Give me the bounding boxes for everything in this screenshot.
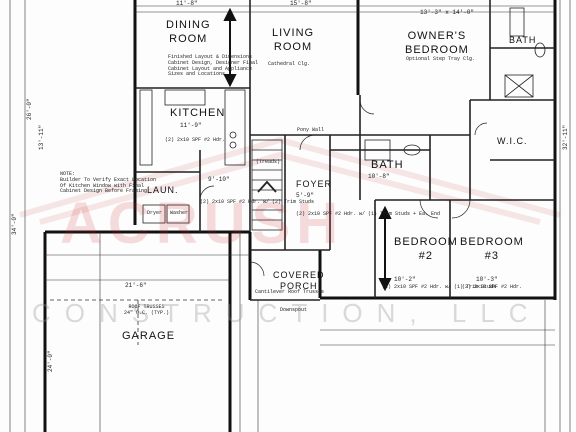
dimension-garage-depth: 24'-0" (47, 350, 54, 372)
laundry-appliances (142, 204, 190, 224)
pony-wall-note: Pony Wall (297, 127, 325, 133)
room-label-hall-bath: BATH (371, 159, 404, 171)
dimension-kitchen-width: 11'-9" (180, 122, 202, 129)
dimension-top-dining: 11'-8" (176, 0, 198, 7)
room-label-garage: GARAGE (122, 330, 176, 342)
room-label-laundry: LAUN. (147, 185, 179, 195)
header-note-laundry: (2) 2x10 SPF #2 Hdr. w/ (2) Trim Studs (200, 199, 315, 205)
dimension-left-a: 13'-11" (38, 124, 45, 150)
interior-walls (135, 0, 555, 301)
cathedral-ceiling-note: Cathedral Clg. (268, 61, 311, 67)
dimension-right-a: 32'-11" (562, 124, 569, 150)
watermark-company: CONSTRUCTION, LLC (32, 298, 542, 328)
header-note-kitchen: (2) 2x10 SPF #2 Hdr. (165, 137, 226, 143)
dimension-top-owners: 13'-3" x 14'-0" (420, 9, 475, 16)
dimension-foyer-width: 5'-9" (296, 192, 315, 199)
cabinet-layout-note: Finished Layout & Dimensions Cabinet Des… (168, 54, 259, 78)
dimension-left-c: 34'-0" (11, 213, 18, 235)
dimension-garage-width: 21'-6" (125, 282, 147, 289)
kitchen-counters (139, 89, 246, 166)
header-note-bedroom-3: (2) 2x10 SPF #2 Hdr. (462, 284, 523, 290)
bath-fixtures (364, 7, 546, 161)
dimension-bath-width: 10'-8" (368, 173, 390, 180)
room-label-bedroom-3: BEDROOM#3 (460, 236, 524, 262)
header-note-bedroom-2: (1) 2x10 SPF #2 Hdr. w/ (1) Trim Studs (382, 284, 497, 290)
washer-label: Washer (170, 210, 189, 216)
room-label-kitchen: KITCHEN (170, 107, 226, 119)
dryer-label: Dryer (147, 210, 163, 216)
stairs (251, 139, 283, 231)
dimension-top-living: 15'-8" (290, 0, 312, 7)
room-label-foyer: FOYER (296, 179, 333, 189)
kitchen-window-note: NOTE: Builder To Verify Exact Location O… (60, 171, 157, 195)
room-label-owners-bath: BATH (509, 35, 537, 45)
dimension-lines (9, 0, 571, 432)
dimension-bedroom-3: 10'-3" (476, 276, 498, 283)
exterior-walls (43, 0, 557, 432)
owners-ceiling-note: Optional Step Tray Clg. (406, 56, 476, 62)
dimension-laundry: 9'-10" (208, 176, 230, 183)
door-swings (199, 99, 488, 277)
room-label-bedroom-2: BEDROOM#2 (394, 236, 458, 262)
dimension-left-b: 26'-0" (26, 98, 33, 120)
span-arrows (223, 7, 392, 292)
room-label-wic: W.I.C. (497, 136, 528, 146)
header-note-foyer: (2) 2x10 SPF #2 Hdr. w/ (1) Trim Studs +… (296, 211, 441, 217)
porch-truss-note: Cantilever Roof Trusses (255, 289, 325, 295)
dimension-bedroom-2: 10'-2" (394, 276, 416, 283)
garage-opening (50, 299, 225, 345)
downspout-note: Downspout (280, 307, 308, 313)
stair-treads-note: (Treads) (256, 159, 281, 165)
watermark-brand: ACRUSH (60, 191, 345, 256)
